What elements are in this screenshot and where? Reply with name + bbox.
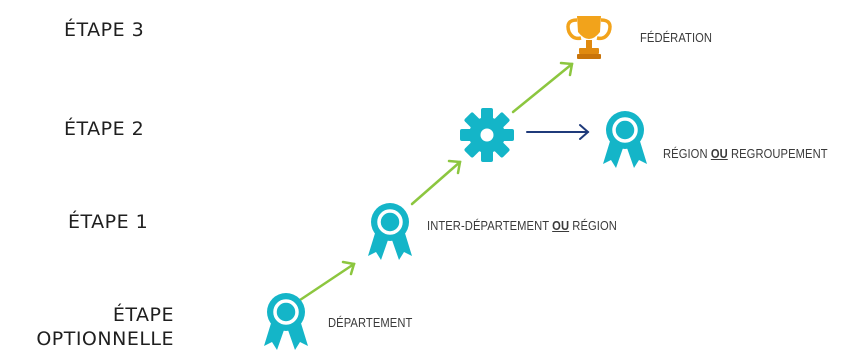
arrow-departement-to-interdep (298, 260, 356, 302)
award-ribbon-icon (262, 291, 310, 352)
label-region-ou: OU (710, 146, 728, 161)
stage-label-optional-line1: ÉTAPE (112, 304, 174, 326)
award-ribbon-icon (601, 109, 649, 170)
arrow-gear-to-region (526, 124, 590, 140)
label-interdep-ou: OU (552, 218, 570, 233)
stage-label-optional-line2: OPTIONNELLE (36, 328, 174, 350)
label-inter-departement: INTER-DÉPARTEMENT OU RÉGION (427, 218, 617, 233)
stage-label-etape1: ÉTAPE 1 (68, 211, 149, 233)
arrow-gear-to-federation (511, 61, 574, 114)
arrow-interdep-to-gear (410, 159, 462, 206)
stage-label-optional: ÉTAPE OPTIONNELLE (0, 303, 174, 351)
label-region-part2: REGROUPEMENT (727, 146, 828, 161)
stage-label-etape2: ÉTAPE 2 (64, 118, 145, 140)
trophy-icon (566, 16, 612, 59)
label-region-part1: RÉGION (663, 146, 711, 161)
label-interdep-part2: RÉGION (569, 218, 617, 233)
gear-icon (460, 108, 514, 162)
stage-label-etape3: ÉTAPE 3 (64, 19, 145, 41)
label-interdep-part1: INTER-DÉPARTEMENT (427, 218, 553, 233)
award-ribbon-icon (366, 201, 414, 262)
label-departement: DÉPARTEMENT (328, 315, 413, 330)
label-federation: FÉDÉRATION (640, 30, 713, 45)
label-region-regroupement: RÉGION OU REGROUPEMENT (663, 146, 828, 161)
